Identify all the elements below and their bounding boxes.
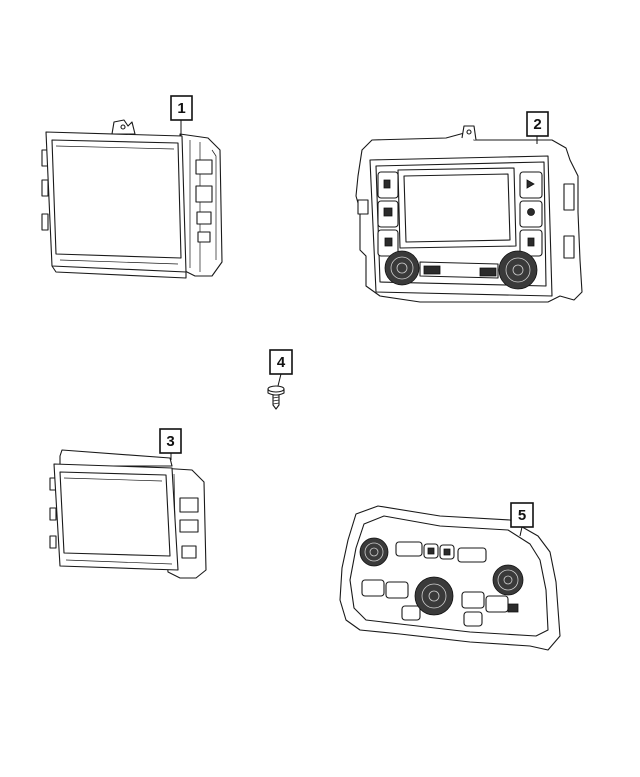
part-2-radio-head-unit [355, 125, 583, 303]
part-1-display-module [41, 119, 223, 279]
part-5-climate-control-panel [339, 505, 561, 651]
callout-3-label: 3 [166, 433, 174, 450]
callout-2-label: 2 [533, 116, 541, 133]
callout-2: 2 [526, 111, 549, 144]
callout-4: 4 [269, 349, 293, 387]
callout-5: 5 [510, 502, 534, 537]
callout-3: 3 [159, 428, 182, 460]
part-4-screw [267, 385, 285, 410]
part-3-display-module [49, 449, 207, 579]
callout-1-label: 1 [177, 100, 185, 117]
callout-5-label: 5 [518, 507, 526, 524]
callout-1: 1 [170, 95, 193, 136]
callout-4-label: 4 [277, 354, 286, 371]
